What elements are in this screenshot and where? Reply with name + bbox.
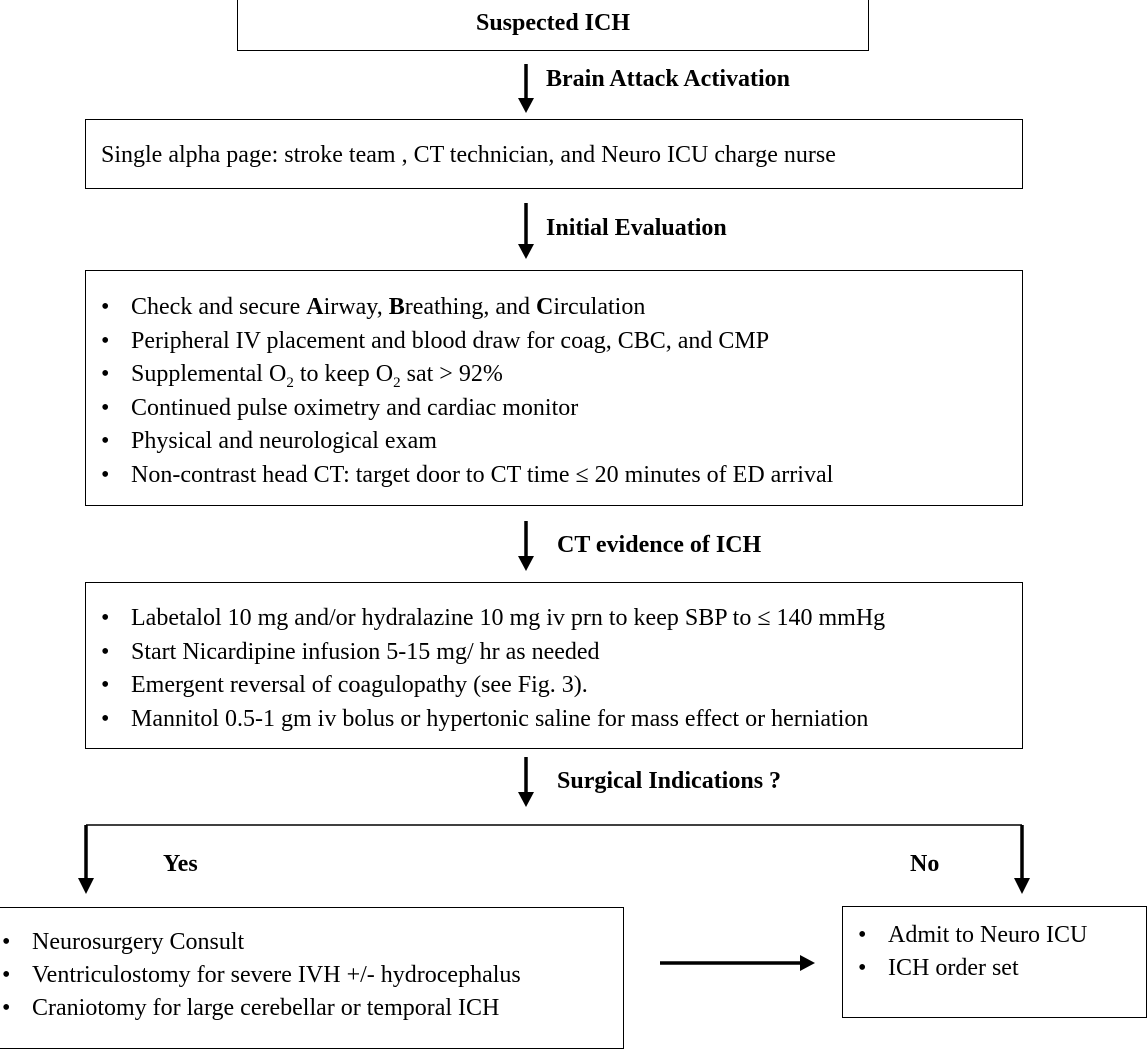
list-item-exam: Physical and neurological exam: [86, 425, 833, 459]
list-item-craniotomy: Craniotomy for large cerebellar or tempo…: [0, 992, 521, 1025]
arrowhead-brain-attack: [518, 98, 534, 113]
yes-label: Yes: [163, 851, 198, 877]
arrowhead-no: [1014, 878, 1030, 894]
list-item-reversal: Emergent reversal of coagulopathy (see F…: [86, 669, 885, 703]
initial-evaluation-list: Check and secure Airway, Breathing, and …: [86, 291, 833, 492]
alpha-page-box: Single alpha page: stroke team , CT tech…: [85, 119, 1023, 189]
ct-evidence-list: Labetalol 10 mg and/or hydralazine 10 mg…: [86, 602, 885, 736]
alpha-page-text: Single alpha page: stroke team , CT tech…: [101, 142, 836, 168]
initial-evaluation-label: Initial Evaluation: [546, 215, 727, 241]
initial-evaluation-box: Check and secure Airway, Breathing, and …: [85, 270, 1023, 506]
list-item-neurosurgery: Neurosurgery Consult: [0, 926, 521, 959]
no-label: No: [910, 851, 940, 877]
suspected-ich-box: Suspected ICH: [237, 0, 869, 51]
suspected-ich-text: Suspected ICH: [475, 10, 631, 36]
no-box: Admit to Neuro ICU ICH order set: [842, 906, 1147, 1018]
surgical-indications-label: Surgical Indications ?: [557, 768, 782, 794]
ct-evidence-label: CT evidence of ICH: [557, 532, 762, 558]
list-item-iv: Peripheral IV placement and blood draw f…: [86, 325, 833, 359]
list-item-ct: Non-contrast head CT: target door to CT …: [86, 459, 833, 493]
yes-list: Neurosurgery Consult Ventriculostomy for…: [0, 926, 521, 1025]
list-item-ventriculostomy: Ventriculostomy for severe IVH +/- hydro…: [0, 959, 521, 992]
arrowhead-ct-evidence: [518, 556, 534, 571]
arrowhead-yes: [78, 878, 94, 894]
arrowhead-surgical: [518, 792, 534, 807]
no-list: Admit to Neuro ICU ICH order set: [843, 919, 1087, 985]
list-item-labetalol: Labetalol 10 mg and/or hydralazine 10 mg…: [86, 602, 885, 636]
list-item-admit: Admit to Neuro ICU: [843, 919, 1087, 952]
list-item-abc: Check and secure Airway, Breathing, and …: [86, 291, 833, 325]
arrowhead-initial-eval: [518, 244, 534, 259]
yes-box: Neurosurgery Consult Ventriculostomy for…: [0, 907, 624, 1049]
list-item-monitor: Continued pulse oximetry and cardiac mon…: [86, 392, 833, 426]
ct-evidence-box: Labetalol 10 mg and/or hydralazine 10 mg…: [85, 582, 1023, 749]
list-item-nicardipine: Start Nicardipine infusion 5-15 mg/ hr a…: [86, 636, 885, 670]
brain-attack-label: Brain Attack Activation: [546, 66, 790, 92]
list-item-order-set: ICH order set: [843, 952, 1087, 985]
list-item-mannitol: Mannitol 0.5-1 gm iv bolus or hypertonic…: [86, 703, 885, 737]
list-item-oxygen: Supplemental O2 to keep O2 sat > 92%: [86, 358, 833, 392]
arrowhead-yes-to-no: [800, 955, 815, 971]
